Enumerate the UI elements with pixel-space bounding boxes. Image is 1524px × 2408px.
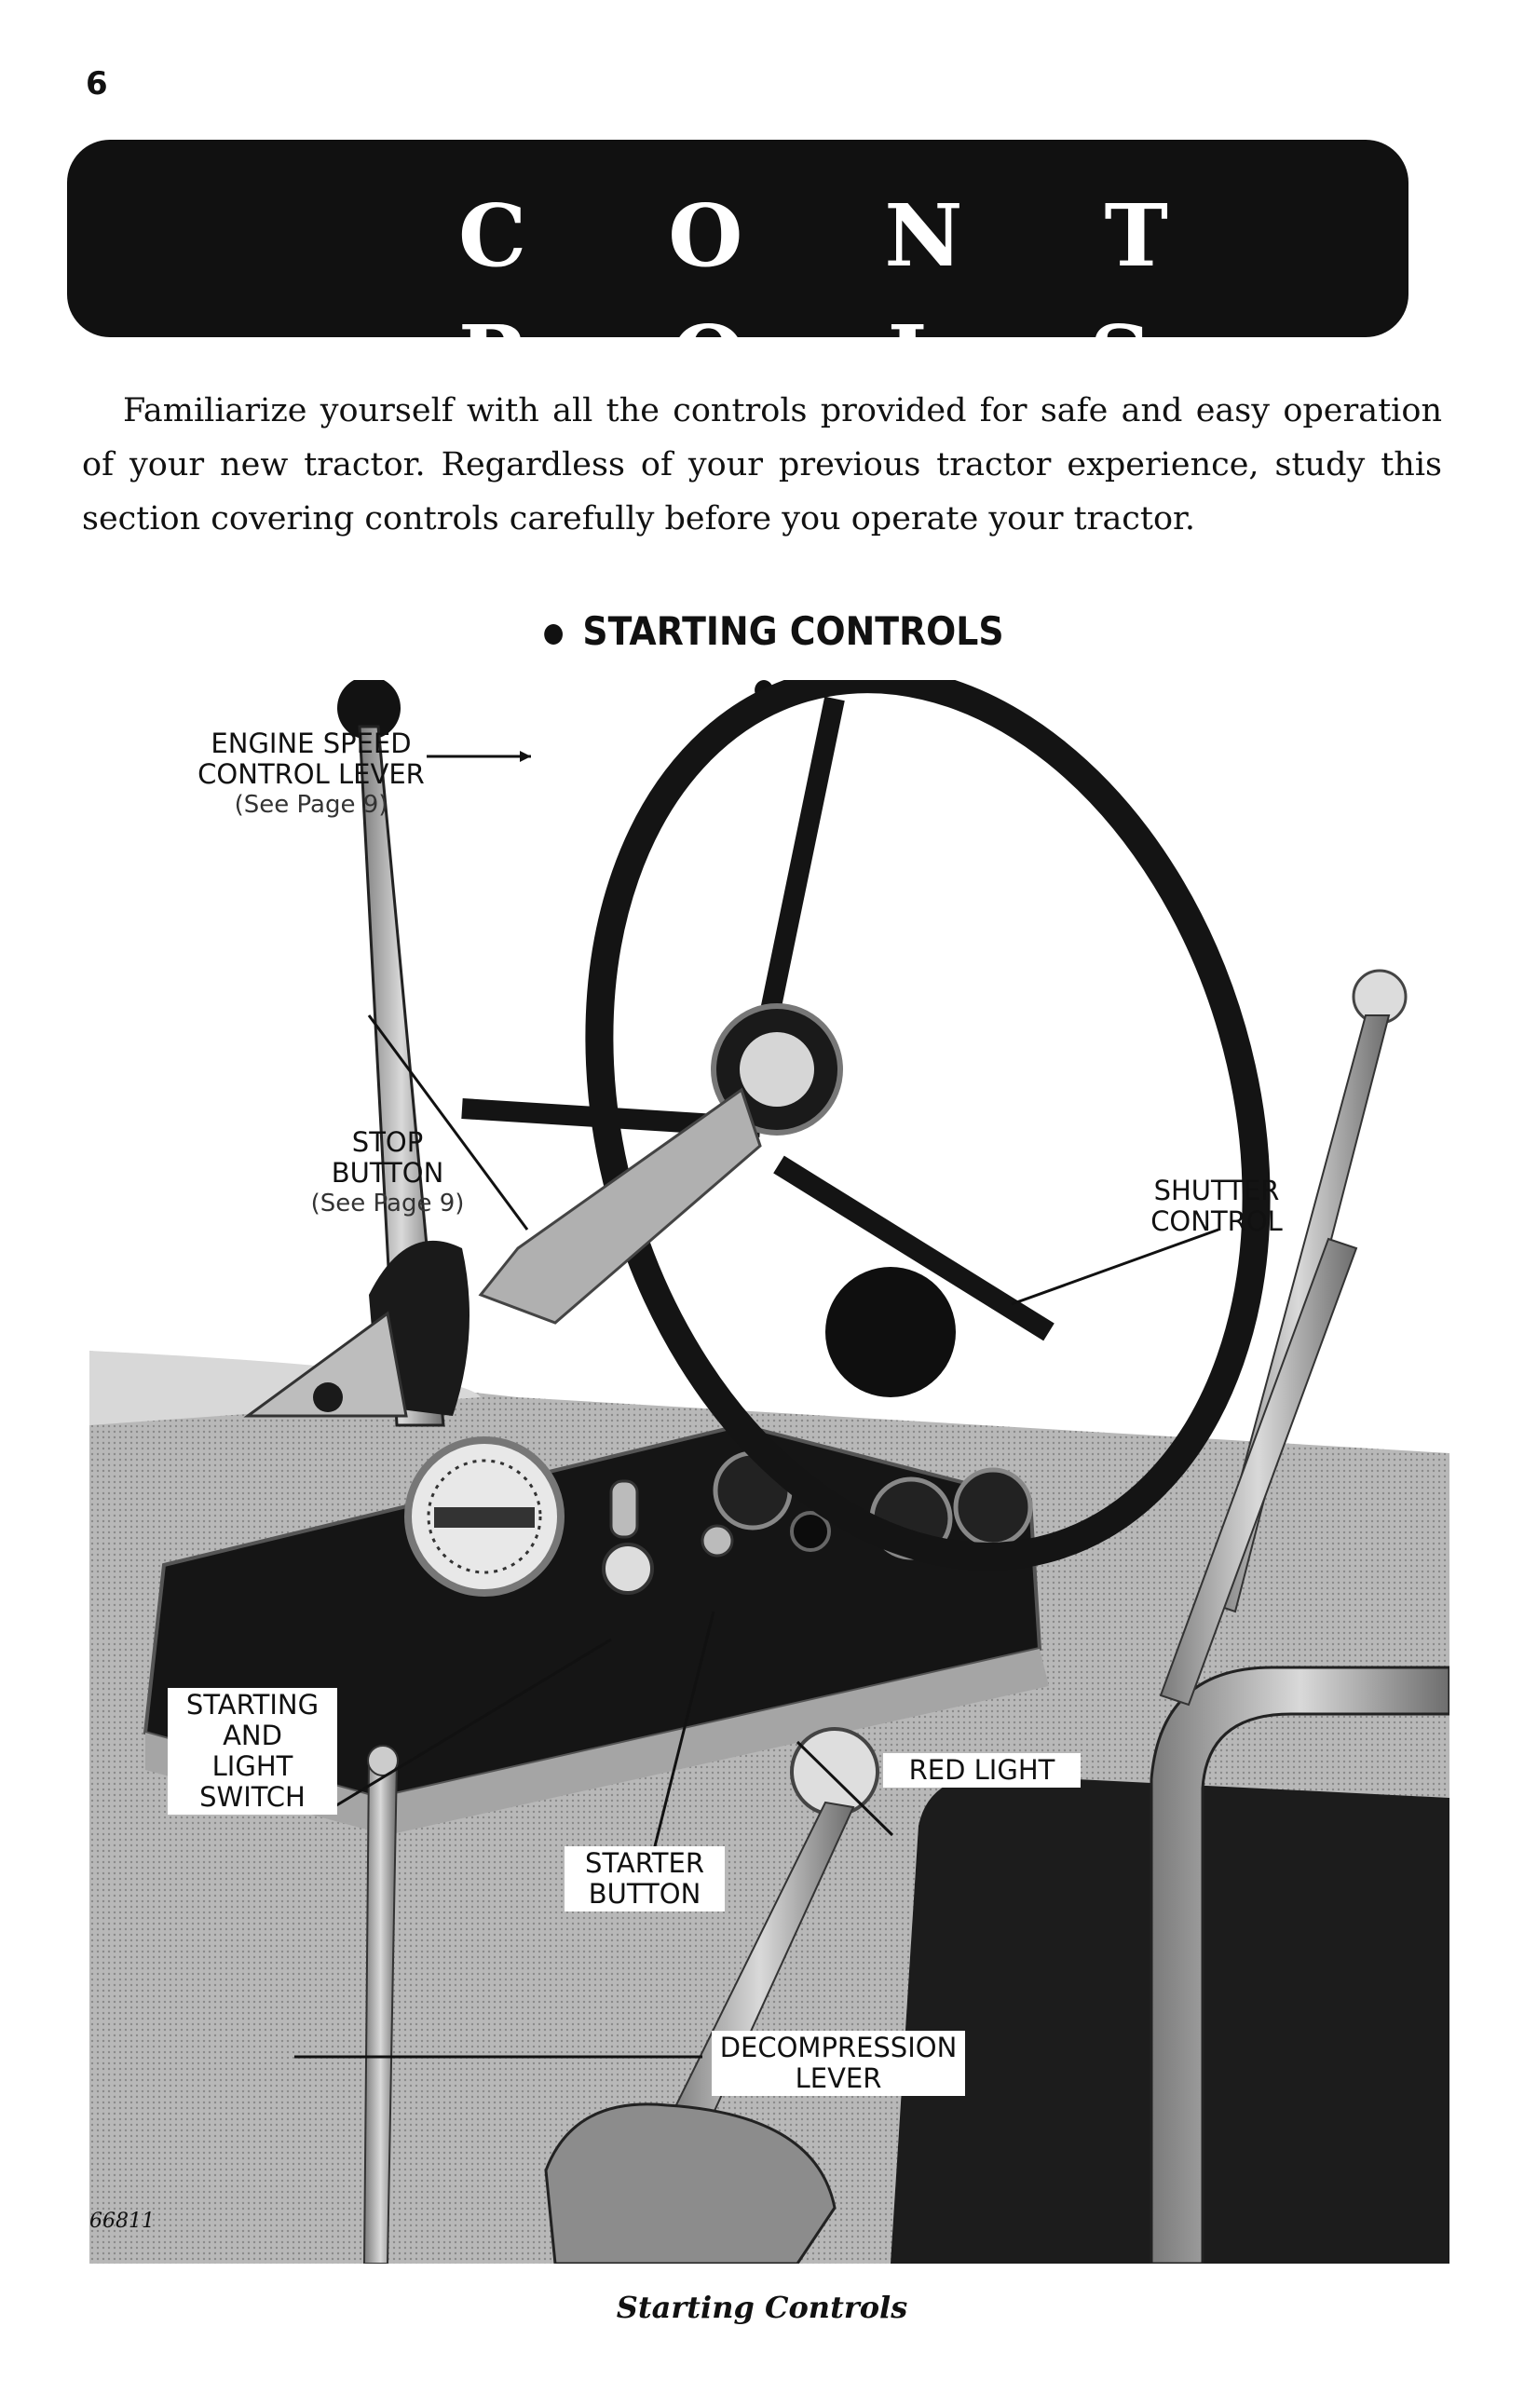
callout-text: LEVER [795,2062,882,2094]
seat-frame [1150,1666,1449,2264]
temp-gauge [953,1467,1033,1547]
wheel-spoke [759,696,845,1018]
callout-text: RED LIGHT [908,1754,1055,1786]
figure-number: 66811 [89,2210,155,2233]
callout-text: STARTING [185,1689,320,1721]
starter-knob [701,1524,734,1558]
section-heading: STARTING CONTROLS [496,604,1032,701]
callout-reference: (See Page 9) [310,1190,465,1218]
lever-base [544,2102,837,2264]
callout-text: SHUTTER [1153,1175,1280,1206]
callout-text: CONTROL LEVER [197,758,425,790]
page-title: C O N T R O L S [458,185,1225,407]
right-lever-2 [1159,1237,1358,1707]
leader-lines [294,755,1219,2059]
callout-text: SWITCH [199,1781,306,1813]
callout-text: DECOMPRESSION [719,2032,958,2063]
red-light-lamp [790,1511,831,1552]
callout-starter-button: STARTER BUTTON [565,1846,725,1911]
section-heading-text: STARTING CONTROLS [582,608,1004,654]
page-number: 6 [86,65,108,102]
callout-text: STARTER [585,1847,704,1879]
tractor-illustration [89,680,1449,2264]
callout-text: BUTTON [331,1157,444,1189]
shutter-knob [825,1267,956,1397]
callout-text: BUTTON [588,1878,701,1910]
callout-text: AND [223,1720,282,1751]
callout-decompression-lever: DECOMPRESSION LEVER [712,2031,965,2096]
stop-button [313,1382,343,1412]
callout-text: STOP [351,1126,424,1158]
intro-paragraph: Familiarize yourself with all the contro… [82,392,1442,537]
callout-stop-button: STOP BUTTON (See Page 9) [285,1127,490,1219]
wheel-spoke [773,1155,1055,1341]
bullet-icon [543,623,563,645]
steering-column [478,1087,762,1325]
callout-text: ENGINE SPEED [211,728,412,759]
light-switch [602,1543,654,1595]
callout-red-light: RED LIGHT [883,1753,1081,1788]
figure-caption: Starting Controls [616,2290,908,2325]
callout-text: LIGHT [211,1750,293,1782]
tractor-controls-figure: ENGINE SPEED CONTROL LEVER (See Page 9) … [89,680,1449,2264]
callout-starting-light-switch: STARTING AND LIGHT SWITCH [168,1688,337,1815]
stop-button-housing [243,1311,408,1418]
title-banner: C O N T R O L S [67,140,1408,407]
callout-shutter-control: SHUTTER CONTROL [1114,1176,1319,1237]
callout-engine-speed: ENGINE SPEED CONTROL LEVER (See Page 9) [134,728,488,821]
engine-speed-lever-knob [337,680,401,740]
callout-reference: (See Page 9) [234,791,388,819]
decompression-lever-knob [790,1727,879,1816]
callout-text: CONTROL [1150,1205,1283,1237]
dash-rim [145,1649,1049,1835]
